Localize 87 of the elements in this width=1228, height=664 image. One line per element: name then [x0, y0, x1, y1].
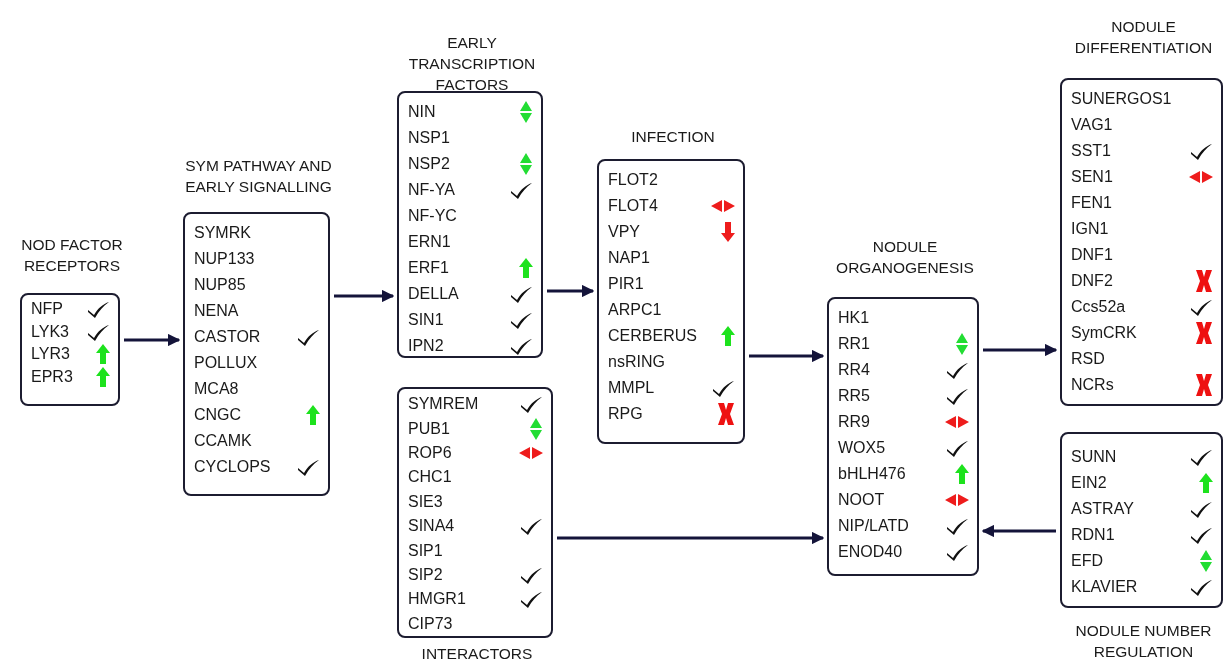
gene-name: SYMREM [408, 395, 479, 414]
gene-name: IGN1 [1071, 220, 1109, 238]
gene-name: LYR3 [31, 345, 70, 364]
gene-name: CCAMK [194, 432, 252, 450]
gene-name: ENOD40 [838, 543, 903, 561]
gene-name: ERN1 [408, 233, 451, 251]
group-heading: NODULE ORGANOGENESIS [835, 237, 975, 278]
gene-name: FEN1 [1071, 194, 1112, 212]
gene-name: bHLH476 [838, 465, 906, 483]
gene-name: NENA [194, 302, 239, 320]
gene-name: SIN1 [408, 311, 444, 329]
arrow [749, 349, 825, 363]
gene-name: CASTOR [194, 328, 261, 346]
gene-name: SINA4 [408, 517, 455, 536]
group-heading: NOD FACTOR RECEPTORS [20, 235, 124, 276]
gene-name: NUP85 [194, 276, 246, 294]
gene-name: ARPC1 [608, 301, 662, 319]
gene-name: ASTRAY [1071, 500, 1134, 518]
gene-name: IPN2 [408, 337, 444, 355]
group-heading: NODULE NUMBER REGULATION [1074, 621, 1213, 662]
gene-name: VPY [608, 223, 640, 241]
gene-name: RPG [608, 405, 643, 423]
gene-name: SEN1 [1071, 168, 1113, 186]
gene-name: SUNERGOS1 [1071, 90, 1172, 108]
gene-name: NF-YA [408, 181, 455, 199]
gene-name: DELLA [408, 285, 459, 303]
gene-name: PIR1 [608, 275, 644, 293]
arrow [983, 343, 1058, 357]
gene-name: POLLUX [194, 354, 258, 372]
gene-name: EPR3 [31, 367, 73, 386]
gene-name: RR1 [838, 335, 870, 353]
gene-name: NIP/LATD [838, 517, 909, 535]
gene-name: DNF2 [1071, 272, 1113, 290]
gene-name: Ccs52a [1071, 298, 1126, 316]
gene-name: RR9 [838, 413, 870, 431]
gene-name: SymCRK [1071, 324, 1137, 342]
arrow [124, 333, 181, 347]
gene-name: ROP6 [408, 443, 452, 462]
gene-name: RDN1 [1071, 526, 1115, 544]
gene-name: CYCLOPS [194, 458, 271, 476]
gene-name: SIP2 [408, 565, 443, 584]
gene-name: HK1 [838, 309, 870, 327]
gene-name: LYK3 [31, 322, 69, 341]
gene-name: WOX5 [838, 439, 886, 457]
gene-name: nsRING [608, 353, 665, 371]
gene-name: RR4 [838, 361, 870, 379]
gene-name: NIN [408, 103, 436, 121]
group-heading: EARLY TRANSCRIPTION FACTORS [407, 33, 537, 95]
gene-name: EFD [1071, 552, 1103, 570]
group-heading: NODULE DIFFERENTIATION [1073, 17, 1214, 58]
group-heading: SYM PATHWAY AND EARLY SIGNALLING [184, 156, 333, 197]
gene-name: NOOT [838, 491, 885, 509]
gene-name: MMPL [608, 379, 655, 397]
gene-name: CHC1 [408, 468, 452, 487]
group-heading: INFECTION [630, 127, 716, 147]
gene-name: NUP133 [194, 250, 255, 268]
gene-name: CERBERUS [608, 327, 697, 345]
gene-name: EIN2 [1071, 474, 1107, 492]
gene-name: SUNN [1071, 448, 1117, 466]
gene-name: HMGR1 [408, 590, 466, 609]
arrow [981, 524, 1056, 538]
gene-name: ERF1 [408, 259, 449, 277]
gene-name: SYMRK [194, 224, 251, 242]
group-heading: INTERACTORS [420, 644, 534, 664]
gene-name: MCA8 [194, 380, 239, 398]
gene-name: NCRs [1071, 376, 1114, 394]
gene-name: KLAVIER [1071, 578, 1138, 596]
gene-name: CIP73 [408, 614, 453, 633]
gene-name: PUB1 [408, 419, 450, 438]
gene-name: VAG1 [1071, 116, 1113, 134]
gene-name: DNF1 [1071, 246, 1113, 264]
gene-name: NF-YC [408, 207, 457, 225]
arrow [547, 284, 595, 298]
arrow [334, 289, 395, 303]
gene-name: NSP1 [408, 129, 450, 147]
gene-name: NSP2 [408, 155, 450, 173]
gene-name: RR5 [838, 387, 870, 405]
gene-name: SIE3 [408, 492, 443, 511]
gene-name: SST1 [1071, 142, 1111, 160]
gene-name: FLOT2 [608, 171, 658, 189]
gene-name: NAP1 [608, 249, 650, 267]
arrow [557, 531, 825, 545]
gene-name: FLOT4 [608, 197, 658, 215]
gene-name: SIP1 [408, 541, 443, 560]
gene-name: RSD [1071, 350, 1105, 368]
gene-name: CNGC [194, 406, 242, 424]
gene-name: NFP [31, 300, 63, 319]
